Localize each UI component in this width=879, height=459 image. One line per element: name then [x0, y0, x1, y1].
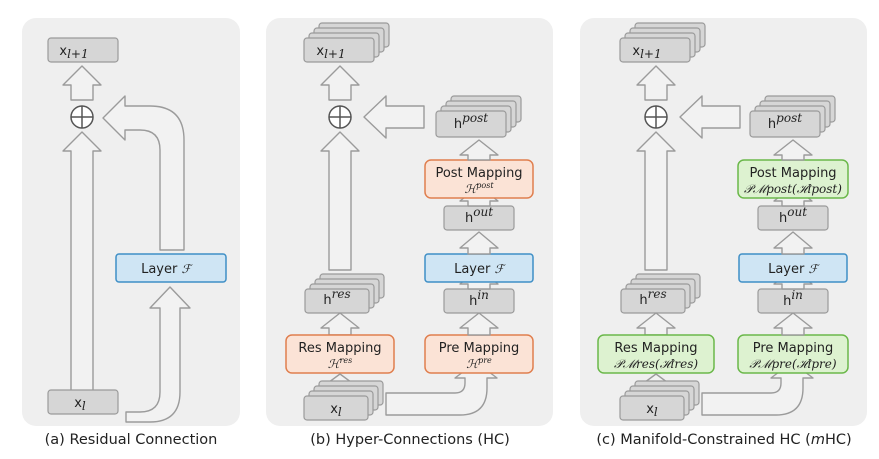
res-map-arrow: [636, 312, 676, 336]
layer-label: Layer ℱ: [141, 262, 193, 277]
h-out-label: hout: [779, 205, 807, 226]
panel-manifold-constrained-hc: xl+1 hres Res Mapping 𝒫ℳres(ℋlres) xl: [580, 18, 867, 448]
x-output-stack: [303, 22, 390, 63]
post-to-plus-arrow: [363, 95, 425, 139]
post-mapping-symbol: ℋpost: [464, 181, 494, 196]
h-out-label: hout: [465, 205, 493, 226]
h-res-stack: [304, 273, 385, 314]
output-arrow: [320, 65, 360, 101]
layer-label: Layer ℱ: [768, 262, 820, 277]
x-output-label: xl+1: [632, 44, 661, 61]
caption-b: (b) Hyper-Connections (HC): [310, 432, 510, 448]
output-arrow: [62, 65, 102, 101]
layer-to-hout-arrow: [773, 231, 813, 255]
output-arrow: [636, 65, 676, 101]
res-mapping-box: [597, 334, 715, 374]
h-res-label: hres: [323, 287, 350, 308]
pre-mapping-label: Pre Mapping: [439, 341, 520, 356]
layer-box: [115, 253, 227, 283]
x-input-box: [47, 389, 119, 415]
res-skip-arrow: [320, 131, 360, 271]
pre-mapping-label: Pre Mapping: [753, 341, 834, 356]
layer-label: Layer ℱ: [454, 262, 506, 277]
h-in-label: hin: [469, 288, 489, 309]
post-to-hpost-arrow: [459, 139, 499, 161]
layer-to-hout-arrow: [459, 231, 499, 255]
post-mapping-formula: 𝒫ℳpost(ℋlpost): [744, 182, 842, 196]
pre-mapping-symbol: ℋpre: [466, 356, 492, 371]
x-input-stack: [303, 380, 384, 421]
panel-residual-connection: xl+1 Layer ℱ xl (a) Residual Connection: [22, 18, 240, 448]
h-res-label: hres: [639, 287, 666, 308]
pre-to-hin-arrow: [459, 312, 499, 336]
res-map-arrow: [320, 312, 360, 336]
caption-a: (a) Residual Connection: [45, 432, 218, 448]
post-to-plus-arrow: [679, 95, 741, 139]
res-mapping-label: Res Mapping: [614, 341, 697, 356]
res-mapping-symbol: ℋres: [328, 356, 353, 371]
pre-to-hin-arrow: [773, 312, 813, 336]
h-post-stack: [435, 95, 522, 138]
res-mapping-label: Res Mapping: [298, 341, 381, 356]
h-post-label: hpost: [454, 111, 488, 132]
h-res-stack: [620, 273, 701, 314]
x-output-box: [47, 37, 119, 63]
h-post-label: hpost: [768, 111, 802, 132]
res-skip-arrow: [636, 131, 676, 271]
post-mapping-label: Post Mapping: [749, 166, 836, 181]
pre-mapping-formula: 𝒫ℳpre(ℋlpre): [749, 357, 836, 371]
panel-hyper-connections: xl+1 hres Res Mapping ℋres xl: [266, 18, 553, 448]
post-mapping-label: Post Mapping: [435, 166, 522, 181]
res-mapping-formula: 𝒫ℳres(ℋlres): [614, 357, 698, 371]
x-input-label: xl: [74, 396, 86, 413]
caption-c: (c) Manifold-Constrained HC (mHC): [596, 432, 851, 448]
res-mapping-box: [285, 334, 395, 374]
x-output-label: xl+1: [59, 44, 88, 61]
layer-curve-arrow: [102, 95, 185, 251]
h-post-stack: [749, 95, 836, 138]
input-curve-arrow: [125, 286, 191, 423]
x-output-label: xl+1: [316, 44, 345, 61]
x-input-label: xl: [646, 402, 658, 419]
skip-arrow: [62, 131, 102, 392]
x-input-label: xl: [330, 402, 342, 419]
x-input-stack: [619, 380, 700, 421]
x-output-stack: [619, 22, 706, 63]
h-in-label: hin: [783, 288, 803, 309]
post-to-hpost-arrow: [773, 139, 813, 161]
